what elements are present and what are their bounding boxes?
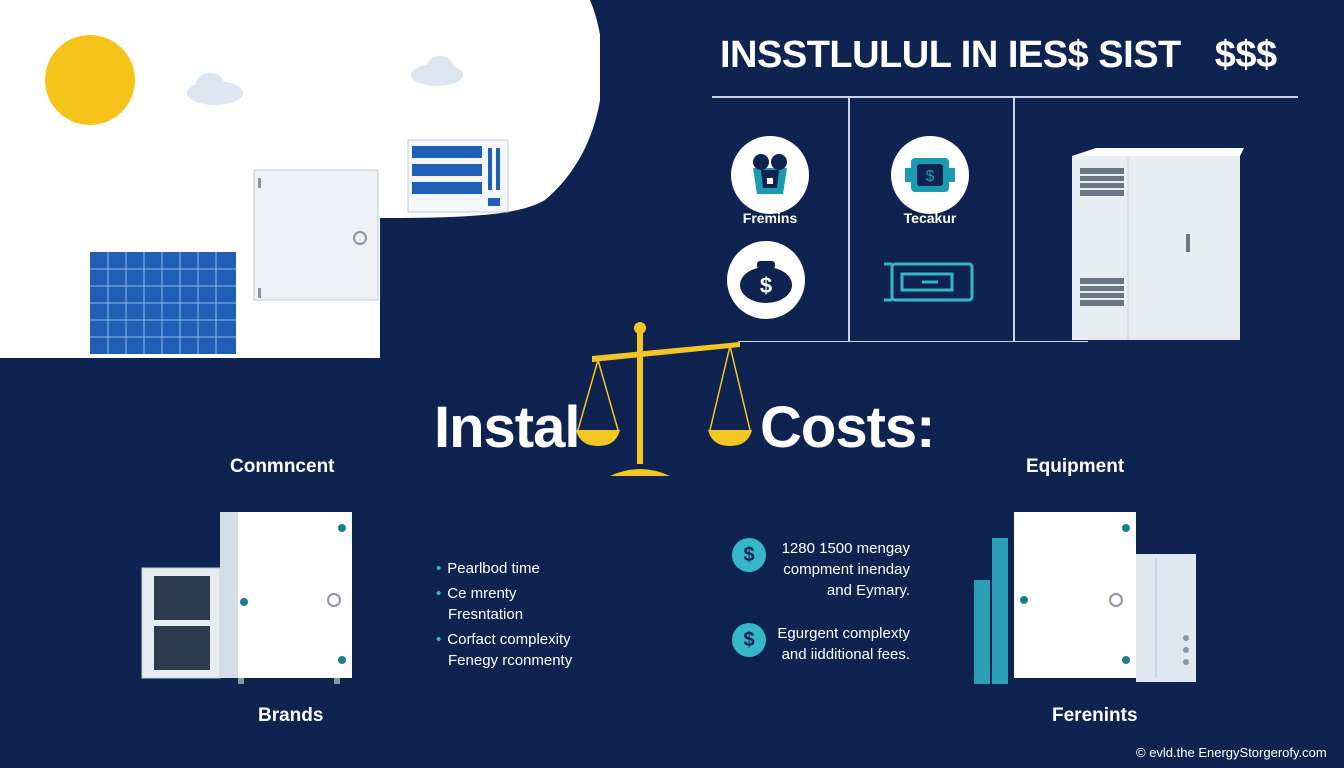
list-item-continued: Fenegy rconmenty <box>448 652 573 669</box>
dollar-icon: $ <box>732 623 766 657</box>
headline-install: Instal <box>434 395 580 460</box>
money-device-icon: $ <box>891 136 969 214</box>
list-item-continued: Fresntation <box>448 606 524 623</box>
circuit-icon <box>884 262 974 302</box>
headline-costs: Costs: <box>760 395 935 460</box>
section-label-brands: Brands <box>258 705 324 726</box>
svg-text:$: $ <box>760 273 772 298</box>
inverter-cabinet-icon <box>1072 148 1244 340</box>
sky-scene <box>0 0 600 358</box>
icon-label: Fremins <box>742 210 798 226</box>
people-icon <box>731 136 809 214</box>
column-divider <box>1013 98 1015 342</box>
battery-rack-icon <box>407 139 509 213</box>
list-item: •Corfact complexity <box>436 631 571 648</box>
section-label-left: Conmncent <box>230 456 335 477</box>
svg-text:$: $ <box>926 168 935 185</box>
storage-cabinet-icon <box>974 512 1196 684</box>
list-item: •Pearlbod time <box>436 560 540 577</box>
grid-divider <box>738 341 1088 342</box>
cost-note-2: Egurgent complexty and iidditional fees. <box>777 625 910 663</box>
footer-credit: © evld.the EnergyStorgerofy.com <box>1136 745 1327 760</box>
header-divider <box>712 96 1298 98</box>
balance-scale-icon <box>576 322 752 476</box>
section-label-bottom-right: Ferenints <box>1052 705 1138 726</box>
solar-panel-icon <box>90 252 236 354</box>
list-item: •Ce mrenty <box>436 585 517 602</box>
hvac-unit-icon <box>141 512 352 684</box>
title-currency: $$$ <box>1214 34 1277 76</box>
money-bag-icon: $ <box>727 241 805 319</box>
cost-note-1: 1280 1500 mengay compment inenday and Ey… <box>781 540 910 599</box>
battery-cabinet-icon <box>253 169 379 301</box>
icon-label: Tecakur <box>903 210 957 226</box>
sun-icon <box>45 35 135 125</box>
bullet-list-left: •Pearlbod time •Ce mrenty Fresntation •C… <box>436 558 572 671</box>
dollar-icon: $ <box>732 538 766 572</box>
section-label-right: Equipment <box>1026 456 1125 477</box>
page-title: INSSTLULUL IN IES$ SIST $$$ <box>720 34 1277 77</box>
cloud-icon <box>187 56 463 105</box>
title-text: INSSTLULUL IN IES$ SIST <box>720 34 1181 76</box>
column-divider <box>848 98 850 342</box>
